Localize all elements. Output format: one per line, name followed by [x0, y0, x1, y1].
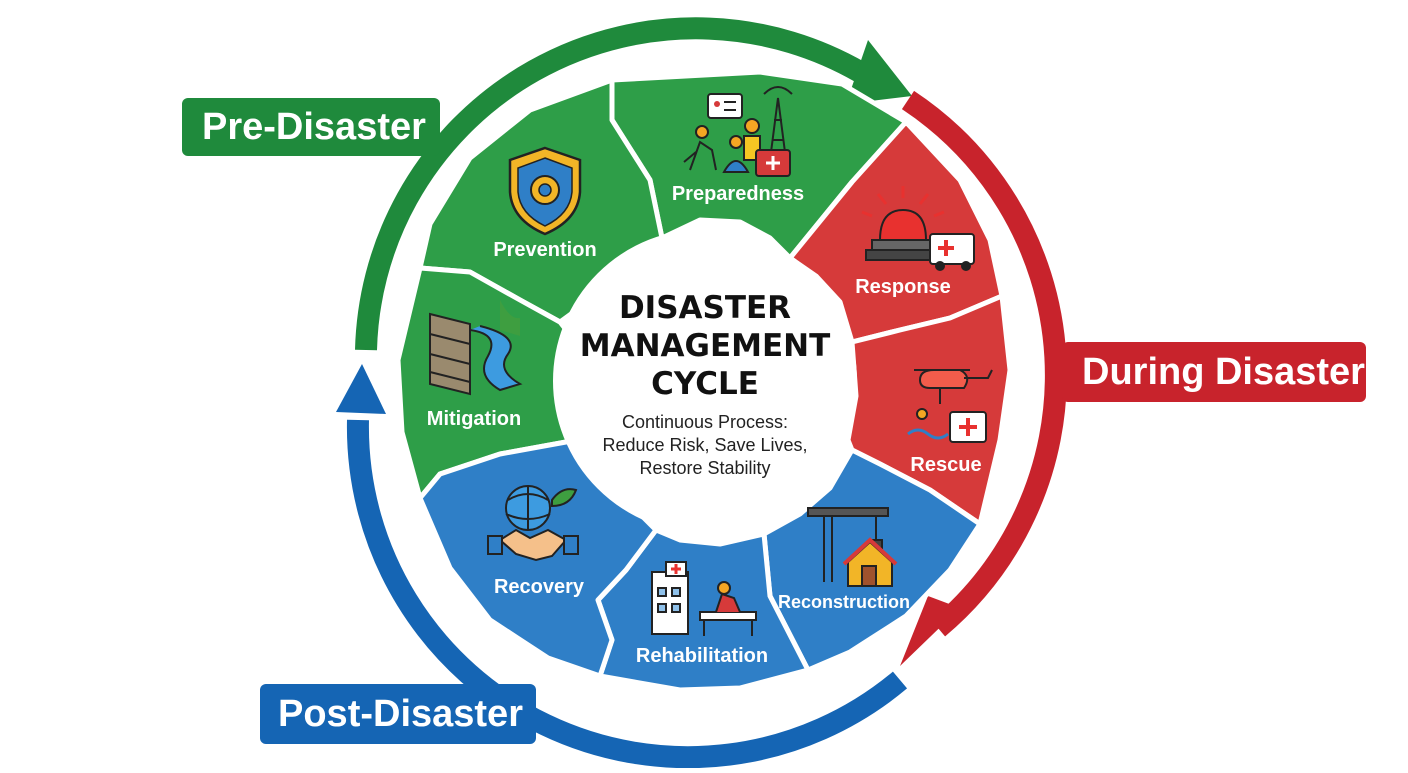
wall-river-icon	[429, 300, 523, 396]
label-prevention: Prevention	[493, 239, 596, 261]
during-disaster-arrow	[901, 90, 1067, 637]
center-title-line2: MANAGEMENT	[580, 328, 831, 364]
post-disaster-tag: Post-Disaster	[260, 684, 536, 744]
emergency-kit-people-tower-icon	[683, 86, 793, 177]
pre-disaster-arrow	[355, 17, 866, 351]
globe-handshake-icon	[487, 485, 579, 562]
label-response: Response	[855, 276, 951, 298]
label-rescue: Rescue	[910, 454, 981, 476]
crane-house-icon	[807, 507, 898, 587]
siren-ambulance-icon	[861, 186, 975, 271]
center-sub-line1: Continuous Process:	[622, 412, 788, 432]
helicopter-swimmer-icon	[907, 369, 993, 443]
hospital-therapy-icon	[651, 561, 757, 636]
shield-gear-icon	[508, 146, 582, 236]
center-title-line3: CYCLE	[651, 366, 759, 402]
label-preparedness: Preparedness	[672, 183, 804, 205]
post-disaster-arrow	[346, 419, 908, 769]
center-circle	[553, 229, 857, 533]
phase-arrows	[336, 17, 1067, 769]
during-disaster-tag: During Disaster	[1062, 342, 1366, 402]
label-recovery: Recovery	[494, 576, 585, 598]
center-sub-line3: Restore Stability	[639, 458, 770, 478]
during-disaster-arrowhead	[900, 596, 960, 666]
label-reconstruction: Reconstruction	[778, 592, 910, 612]
center-sub-line2: Reduce Risk, Save Lives,	[602, 435, 807, 455]
pre-disaster-tag: Pre-Disaster	[182, 98, 440, 156]
post-disaster-arrowhead	[336, 364, 386, 414]
label-mitigation: Mitigation	[427, 408, 521, 430]
center-title-line1: DISASTER	[619, 290, 791, 326]
label-rehabilitation: Rehabilitation	[636, 645, 768, 667]
pre-disaster-arrowhead	[846, 40, 912, 104]
